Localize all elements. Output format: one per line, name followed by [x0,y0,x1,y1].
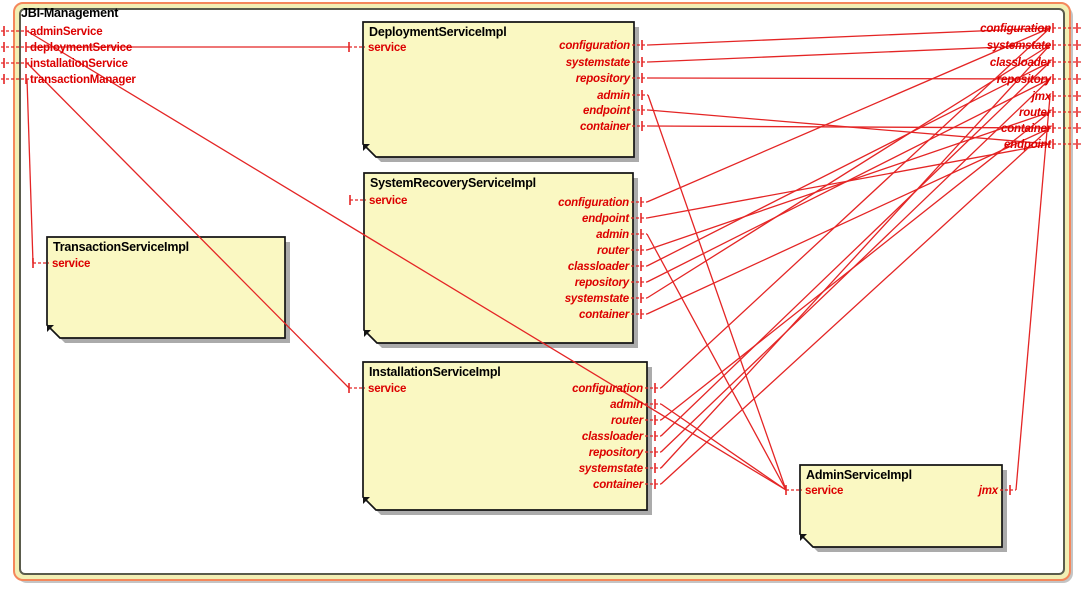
port-label: container [579,309,630,321]
component-title: InstallationServiceImpl [369,365,501,379]
connection-systemrecovery-R-admin--admin-L-service[interactable] [646,233,787,491]
connection-deployment-R-systemstate--frameR-systemstate[interactable] [647,44,1051,63]
component-systemrecovery[interactable] [363,172,638,348]
frame-port-label: endpoint [1004,139,1052,151]
component-deployment[interactable] [362,21,639,162]
port-label: configuration [559,40,630,52]
connection-systemrecovery-R-configuration--frameR-configuration[interactable] [646,27,1051,203]
connection-frameL-transactionManager--transaction-L-service[interactable] [26,78,34,264]
component-layer [46,21,1007,552]
connection-installation-R-container--frameR-container[interactable] [660,127,1051,485]
port-layer [1,23,1081,495]
port-label: repository [589,447,644,459]
component-body[interactable] [799,464,1003,548]
corner-notch-icon [363,144,370,151]
frame-port-label: classloader [990,57,1052,69]
frame-port-label: systemstate [987,40,1052,52]
frame-port-label: transactionManager [30,74,136,86]
connection-deployment-R-repository--frameR-repository[interactable] [647,77,1051,80]
component-title: TransactionServiceImpl [53,240,189,254]
frame-port-label: container [1001,123,1052,135]
port-label: service [368,383,406,395]
port-label: systemstate [579,463,644,475]
connection-frameL-adminService--admin-L-service[interactable] [26,30,787,491]
port-label: endpoint [583,105,631,117]
connection-frameL-installationService--installation-L-service[interactable] [26,62,350,389]
connection-installation-R-repository--frameR-repository[interactable] [660,78,1051,453]
port-label: router [597,245,630,257]
port-label: service [52,258,90,270]
connection-admin-R-jmx--frameR-jmx[interactable] [1015,95,1051,491]
port-label: service [805,485,843,497]
connection-layer [26,27,1051,491]
component-body[interactable] [362,361,648,511]
port-label: container [580,121,631,133]
connection-deployment-R-admin--admin-L-service[interactable] [647,94,787,491]
port-label: container [593,479,644,491]
port-label: admin [596,229,629,241]
port-label: service [368,42,406,54]
port-label: repository [576,73,631,85]
frame-port-label: configuration [980,23,1051,35]
connection-systemrecovery-R-classloader--frameR-classloader[interactable] [646,61,1051,267]
connection-systemrecovery-R-container--frameR-container[interactable] [646,127,1051,315]
port-label: endpoint [582,213,630,225]
component-body[interactable] [46,236,286,339]
component-installation[interactable] [362,361,652,515]
port-label: classloader [568,261,630,273]
component-body[interactable] [362,21,635,158]
connection-installation-R-admin--admin-L-service[interactable] [660,403,787,491]
connection-deployment-R-container--frameR-container[interactable] [647,125,1051,129]
connection-systemrecovery-R-repository--frameR-repository[interactable] [646,78,1051,283]
port-label: admin [597,90,630,102]
component-title: DeploymentServiceImpl [369,25,507,39]
component-body[interactable] [363,172,634,344]
frame-port-label: jmx [1030,91,1052,103]
port-label: repository [575,277,630,289]
port-label: service [369,195,407,207]
port-label: systemstate [565,293,630,305]
corner-notch-icon [800,534,807,541]
frame-port-label: repository [997,74,1052,86]
connection-deployment-R-configuration--frameR-configuration[interactable] [647,27,1051,46]
frame-title: JBI-Management [21,6,119,20]
connection-installation-R-systemstate--frameR-systemstate[interactable] [660,44,1051,469]
connection-installation-R-classloader--frameR-classloader[interactable] [660,61,1051,437]
port-label: admin [610,399,643,411]
port-label: configuration [558,197,629,209]
corner-notch-icon [363,497,370,504]
corner-notch-icon [364,330,371,337]
component-transaction[interactable] [46,236,290,343]
port-label: classloader [582,431,644,443]
frame-port-label: deploymentService [30,42,132,54]
port-label: jmx [977,485,999,497]
component-title: SystemRecoveryServiceImpl [370,176,536,190]
frame-port-label: router [1019,107,1052,119]
connection-systemrecovery-R-systemstate--frameR-systemstate[interactable] [646,44,1051,299]
frame-port-label: adminService [30,26,102,38]
frame-port-label: installationService [30,58,128,70]
port-label: configuration [572,383,643,395]
component-title: AdminServiceImpl [806,468,912,482]
port-label: systemstate [566,57,631,69]
corner-notch-icon [47,325,54,332]
connection-installation-R-configuration--frameR-configuration[interactable] [660,27,1051,389]
port-label: router [611,415,644,427]
component-admin[interactable] [799,464,1007,552]
